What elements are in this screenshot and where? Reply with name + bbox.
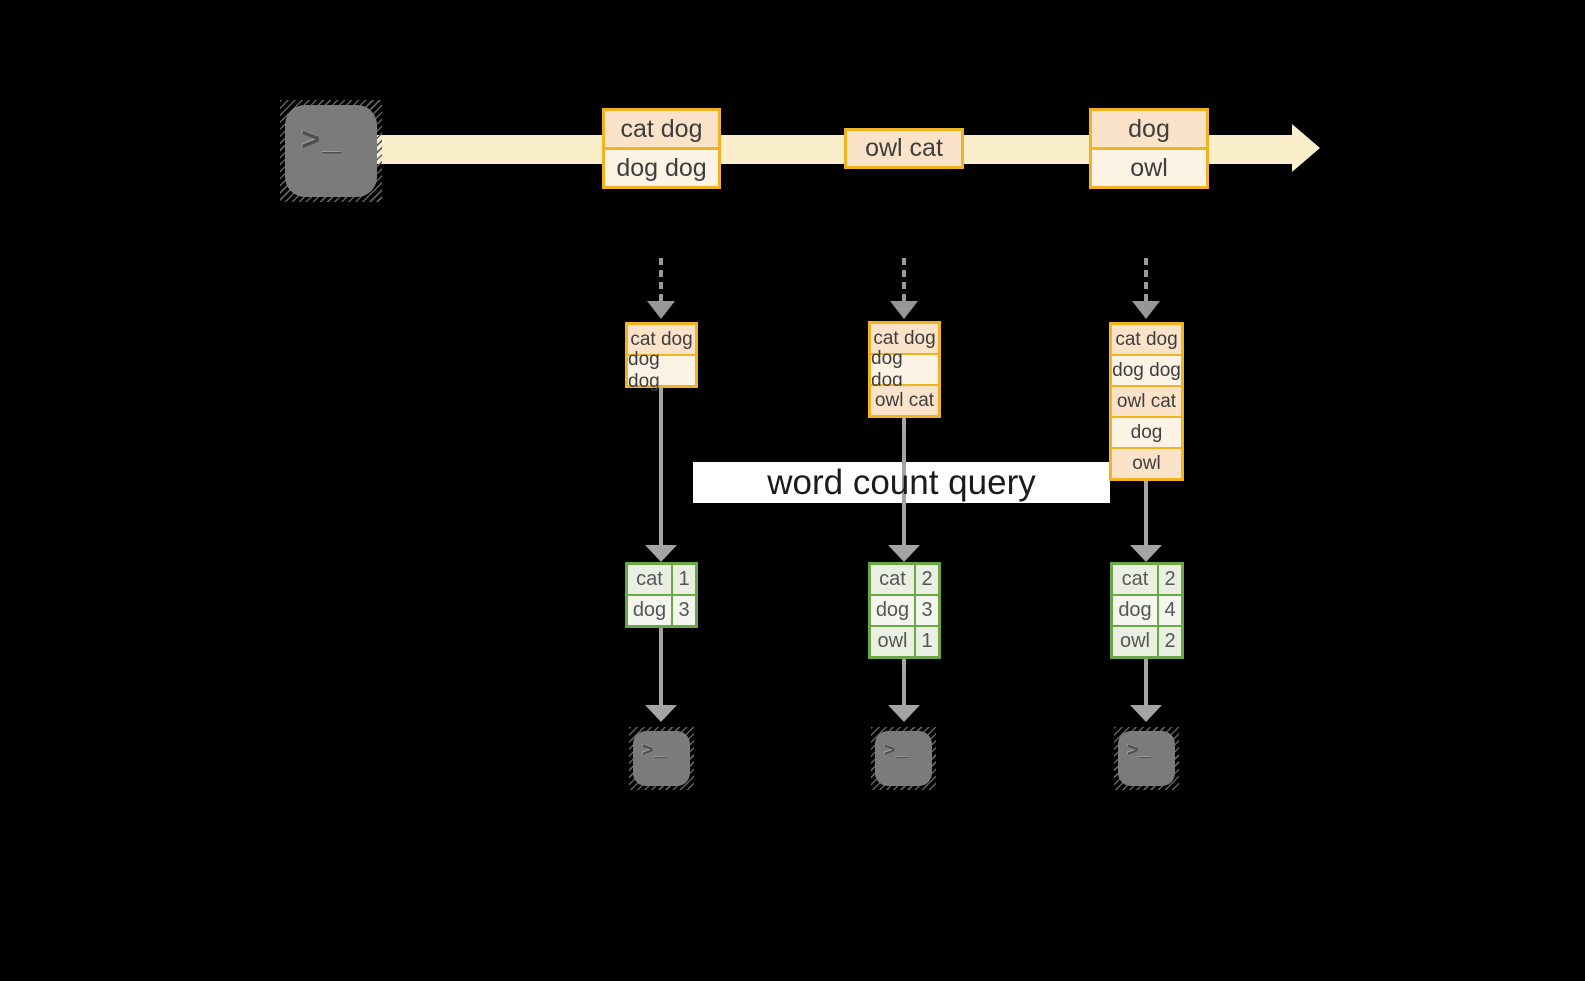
event-cell: owl cat [847,131,961,166]
dashed-arrow-head-2 [890,301,918,319]
output-arrow-line-2 [902,657,906,706]
count-value: 1 [916,627,938,656]
count-value: 2 [916,565,938,594]
terminal-prompt-glyph: >_ [301,123,344,160]
buffer-cell: owl [1112,449,1181,478]
consumer-terminal-icon-2: >_ [871,727,936,790]
dashed-arrow-head-3 [1132,301,1160,319]
count-value: 2 [1159,565,1181,594]
query-arrow-head-1 [645,545,677,562]
query-arrow-line-1 [659,388,663,546]
producer-terminal-icon: >_ [280,100,382,202]
event-buffer-1: cat dog dog dog [625,322,698,392]
buffer-cell: cat dog [628,325,695,354]
output-arrow-head-3 [1130,705,1162,722]
query-arrow-head-3 [1130,545,1162,562]
dashed-arrow-head-1 [647,301,675,319]
count-value: 3 [673,596,695,625]
event-stream-arrowhead [1292,124,1320,172]
terminal-prompt-glyph: >_ [1127,740,1152,762]
buffer-cell: dog dog [1112,356,1181,385]
terminal-prompt-glyph: >_ [884,740,909,762]
event-cell: dog dog [605,150,718,186]
count-value: 3 [916,596,938,625]
event-buffer-2: cat dog dog dog owl cat [868,321,941,418]
count-table-3: cat 2 dog 4 owl 2 [1110,562,1184,659]
buffer-cell: cat dog [871,324,938,353]
terminal-screen: >_ [285,105,377,197]
event-box-3: dog owl [1089,108,1209,189]
output-arrow-line-3 [1144,656,1148,706]
event-box-1: cat dog dog dog [602,108,721,189]
buffer-cell: cat dog [1112,325,1181,354]
dashed-arrow-line-3 [1144,258,1148,302]
count-word: dog [1113,596,1157,625]
event-buffer-3: cat dog dog dog owl cat dog owl [1109,322,1184,481]
query-arrow-head-2 [888,545,920,562]
terminal-screen: >_ [633,731,690,786]
event-cell: cat dog [605,111,718,147]
buffer-cell: dog dog [871,348,938,391]
event-box-2: owl cat [844,128,964,169]
count-word: owl [1113,627,1157,656]
output-arrow-head-2 [888,705,920,722]
count-word: cat [628,565,671,594]
count-word: cat [1113,565,1157,594]
event-cell: owl [1092,150,1206,186]
query-band [693,462,1110,503]
terminal-screen: >_ [875,731,932,786]
query-arrow-line-2 [902,417,906,546]
dashed-arrow-line-2 [902,258,906,302]
terminal-screen: >_ [1118,731,1175,786]
count-value: 2 [1159,627,1181,656]
count-value: 1 [673,565,695,594]
buffer-cell: dog dog [628,349,695,392]
count-word: owl [871,627,914,656]
output-arrow-line-1 [659,628,663,706]
query-label: word count query [767,462,1036,502]
event-cell: dog [1092,111,1206,147]
count-table-1: cat 1 dog 3 [625,562,698,628]
consumer-terminal-icon-1: >_ [629,727,694,790]
terminal-prompt-glyph: >_ [642,740,667,762]
count-table-2: cat 2 dog 3 owl 1 [868,562,941,659]
output-arrow-head-1 [645,705,677,722]
buffer-cell: dog [1112,418,1181,447]
consumer-terminal-icon-3: >_ [1114,727,1179,790]
count-word: dog [871,596,914,625]
buffer-cell: owl cat [871,386,938,415]
count-word: dog [628,596,671,625]
query-arrow-line-3 [1144,481,1148,546]
buffer-cell: owl cat [1112,387,1181,416]
count-value: 4 [1159,596,1181,625]
dashed-arrow-line-1 [659,258,663,302]
count-word: cat [871,565,914,594]
